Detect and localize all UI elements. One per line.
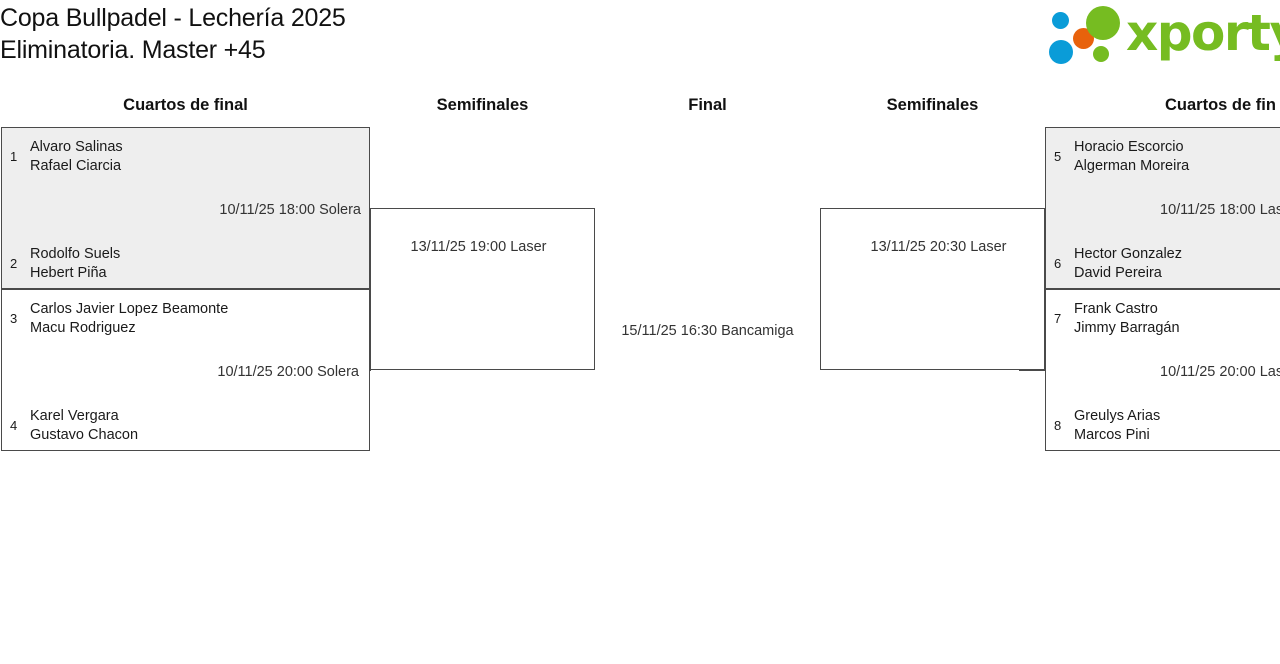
match-box-qf4[interactable]: 7 Frank Castro Jimmy Barragán 10/11/25 2…	[1045, 289, 1280, 451]
match-time: 10/11/25 18:00 Las	[1160, 202, 1280, 218]
team-player-1: Frank Castro	[1074, 301, 1158, 317]
match-time: 15/11/25 16:30 Bancamiga	[621, 323, 794, 339]
logo-wordmark: xporty	[1126, 4, 1280, 62]
round-header-semifinals-left: Semifinales	[436, 96, 529, 114]
logo-dot-green-large	[1086, 6, 1120, 40]
team-player-1: Greulys Arias	[1074, 408, 1161, 424]
team-player-2: Macu Rodriguez	[30, 320, 136, 336]
page-title: Copa Bullpadel - Lechería 2025 Eliminato…	[0, 2, 346, 66]
team-player-2: Jimmy Barragán	[1074, 320, 1180, 336]
team-player-2: David Pereira	[1074, 265, 1162, 281]
match-box-qf3[interactable]: 5 Horacio Escorcio Algerman Moreira 10/1…	[1045, 127, 1280, 289]
round-header-semifinals-right: Semifinales	[886, 96, 979, 114]
page-header: Copa Bullpadel - Lechería 2025 Eliminato…	[0, 0, 1280, 88]
seed-number: 3	[10, 311, 18, 326]
seed-number: 2	[10, 256, 18, 271]
match-time: 13/11/25 20:30 Laser	[870, 239, 1007, 255]
seed-number: 8	[1054, 418, 1062, 433]
team-player-2: Marcos Pini	[1074, 427, 1150, 443]
tournament-name: Copa Bullpadel - Lechería 2025	[0, 4, 346, 32]
team-player-1: Alvaro Salinas	[30, 139, 123, 155]
match-box-semifinal-right[interactable]: 13/11/25 20:30 Laser	[820, 208, 1045, 370]
round-header-final: Final	[688, 96, 727, 114]
seed-number: 7	[1054, 311, 1062, 326]
team-player-1: Carlos Javier Lopez Beamonte	[30, 301, 229, 317]
match-time: 10/11/25 20:00 Las	[1160, 364, 1280, 380]
seed-number: 6	[1054, 256, 1062, 271]
match-time: 10/11/25 18:00 Solera	[219, 202, 361, 218]
connector-qf3-to-sf-right	[1019, 208, 1046, 209]
match-box-qf2[interactable]: 3 Carlos Javier Lopez Beamonte Macu Rodr…	[1, 289, 370, 451]
team-player-2: Algerman Moreira	[1074, 158, 1190, 174]
seed-number: 4	[10, 418, 18, 433]
match-time: 10/11/25 20:00 Solera	[217, 364, 359, 380]
round-header-quarterfinals-left: Cuartos de final	[123, 96, 248, 114]
team-player-1: Rodolfo Suels	[30, 246, 121, 262]
connector-qf1-to-sf-left	[370, 208, 371, 209]
xporty-logo[interactable]: xporty	[1048, 2, 1280, 72]
logo-dot-blue-large	[1049, 40, 1073, 64]
logo-dot-green-small	[1093, 46, 1109, 62]
team-player-2: Gustavo Chacon	[30, 427, 139, 443]
match-time: 13/11/25 19:00 Laser	[410, 239, 547, 255]
seed-number: 5	[1054, 149, 1062, 164]
team-player-1: Hector Gonzalez	[1074, 246, 1182, 262]
match-box-qf1[interactable]: 1 Alvaro Salinas Rafael Ciarcia 10/11/25…	[1, 127, 370, 289]
team-player-2: Hebert Piña	[30, 265, 107, 281]
team-player-2: Rafael Ciarcia	[30, 158, 122, 174]
tournament-category: Eliminatoria. Master +45	[0, 36, 266, 64]
seed-number: 1	[10, 149, 18, 164]
team-player-1: Karel Vergara	[30, 408, 119, 424]
round-header-quarterfinals-right: Cuartos de fin	[1165, 96, 1276, 114]
connector-qf4-to-sf-right	[1019, 370, 1046, 371]
match-box-semifinal-left[interactable]: 13/11/25 19:00 Laser	[370, 208, 595, 370]
logo-dot-blue-small	[1052, 12, 1069, 29]
team-player-1: Horacio Escorcio	[1074, 139, 1184, 155]
connector-qf2-to-sf-left	[370, 370, 371, 371]
